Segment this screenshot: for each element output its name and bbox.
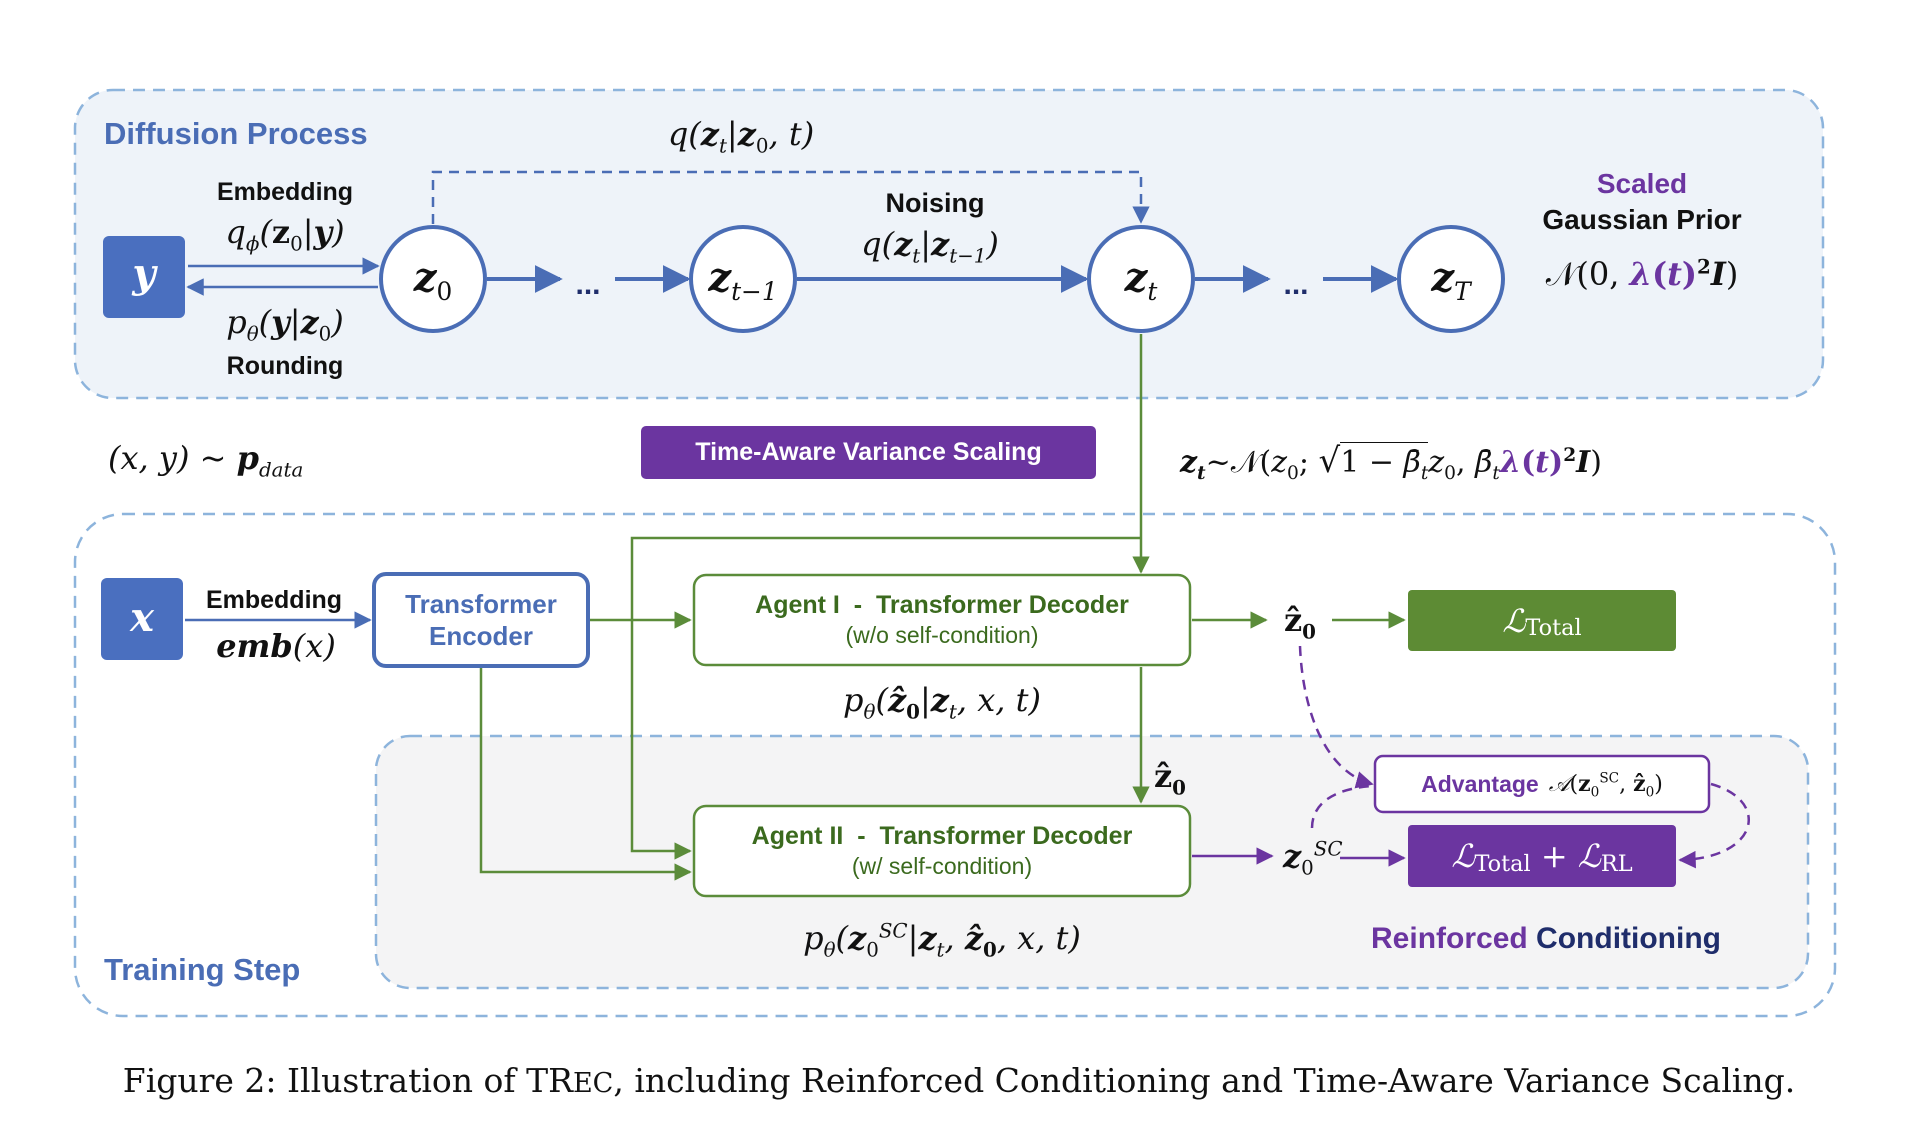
z0hat-to-advantage-dashed — [1298, 645, 1374, 789]
z0-node-label: z0 — [413, 254, 453, 306]
zT-node-label: zT — [1431, 254, 1471, 306]
q-zt-z0-formula: q(zt|z0, t) — [667, 115, 815, 158]
q-step-formula: q(zt|zt−1) — [861, 225, 999, 268]
zt-to-agent2-line — [630, 536, 1141, 860]
rounding-label: Rounding — [226, 352, 344, 380]
reinforced-conditioning-title: Reinforced Conditioning — [1371, 922, 1721, 955]
loss-total-rl-box — [1408, 825, 1676, 887]
zt-distribution-formula: zt~𝒩(z0; √1 − β̄tz0, β̄tλ(t)2I) — [1180, 441, 1602, 484]
training-step-title: Training Step — [104, 952, 301, 987]
p-theta-y-formula: pθ(y|z0) — [226, 303, 344, 346]
agent1-label: Agent I - Transformer Decoder (w/o self-… — [755, 590, 1129, 649]
zt-node-label: zt — [1124, 254, 1158, 306]
embedding-label: Embedding — [216, 178, 354, 206]
z0hat-mid-label: ẑ0 — [1154, 757, 1186, 800]
noising-label: Noising — [885, 188, 985, 218]
zt-minus-1-node — [689, 225, 797, 333]
y-node-label: y — [132, 250, 156, 297]
zt1-node-label: zt−1 — [708, 254, 778, 306]
x-node-box — [101, 578, 183, 660]
emb-formula: emb(x) — [216, 627, 336, 665]
gaussian-prior-label: Gaussian Prior — [1542, 204, 1742, 235]
advantage-to-loss-dashed — [1678, 782, 1750, 869]
z0hat-top-label: ẑ0 — [1284, 601, 1316, 644]
p-agent2-formula: pθ(z0SC|zt, ẑ0, x, t) — [803, 919, 1081, 962]
y-node-box — [103, 236, 185, 318]
advantage-label: Advantage 𝒜(z0SC, ẑ0) — [1421, 770, 1663, 801]
pdata-formula: (x, y) ~ pdata — [108, 439, 304, 482]
time-aware-variance-box — [641, 426, 1096, 479]
zt-node — [1087, 225, 1195, 333]
ellipsis-right: ... — [1283, 268, 1309, 301]
agent2-label: Agent II - Transformer Decoder (w/ self-… — [751, 821, 1133, 880]
advantage-box — [1373, 754, 1711, 814]
zT-node — [1397, 225, 1505, 333]
encoder-to-agent2-line — [479, 668, 692, 881]
scaled-label: Scaled — [1596, 168, 1688, 199]
ellipsis-left: ... — [575, 268, 601, 301]
agent2-box — [692, 804, 1192, 898]
figure-caption: Figure 2: Illustration of TREC, includin… — [122, 1061, 1796, 1100]
q-phi-formula: qϕ(z0|y) — [225, 213, 345, 256]
direct-noising-dashed-arrow — [431, 170, 1150, 224]
z0-node — [379, 225, 487, 333]
x-node-label: x — [130, 594, 154, 641]
embedding-label-bottom: Embedding — [205, 586, 343, 614]
loss-total-box — [1408, 590, 1676, 651]
z0sc-label: z0SC — [1283, 837, 1343, 880]
time-aware-variance-label: Time-Aware Variance Scaling — [695, 438, 1042, 466]
encoder-box — [372, 572, 590, 668]
diffusion-process-panel — [73, 88, 1825, 400]
agent1-box — [692, 573, 1192, 667]
p-agent1-formula: pθ(ẑ0|zt, x, t) — [843, 681, 1041, 724]
z0sc-to-advantage-dashed — [1310, 784, 1374, 829]
prior-formula: 𝒩(0, λ(t)2I) — [1545, 254, 1739, 293]
diffusion-process-title: Diffusion Process — [104, 116, 368, 151]
